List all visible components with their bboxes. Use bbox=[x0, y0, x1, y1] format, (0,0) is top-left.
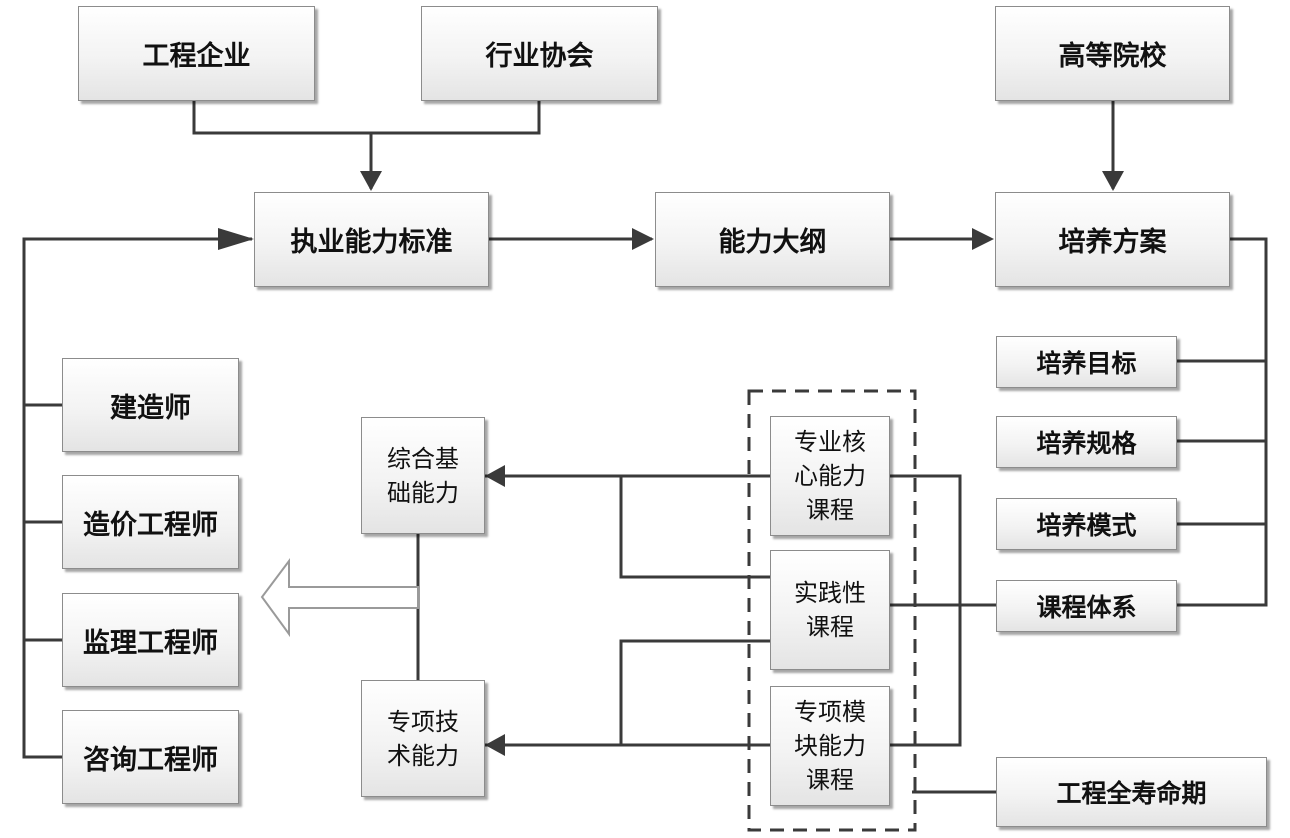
node-practice-standard: 执业能力标准 bbox=[254, 192, 489, 287]
label: 能力大纲 bbox=[718, 227, 827, 258]
label: 执业能力标准 bbox=[290, 227, 453, 258]
label: 专业核 心能力 课程 bbox=[794, 428, 866, 524]
practice-to-special bbox=[619, 639, 770, 745]
node-training-mode: 培养模式 bbox=[996, 498, 1177, 550]
node-training-spec: 培养规格 bbox=[996, 416, 1177, 468]
arrowhead-outline bbox=[632, 228, 654, 250]
label: 造价工程师 bbox=[83, 509, 218, 541]
label: 培养规格 bbox=[1036, 429, 1137, 458]
node-consulting-engineer: 咨询工程师 bbox=[62, 710, 239, 804]
label: 综合基 础能力 bbox=[387, 444, 459, 507]
label: 专项技 术能力 bbox=[387, 707, 459, 770]
node-ability-outline: 能力大纲 bbox=[655, 192, 890, 287]
node-practice-course: 实践性 课程 bbox=[770, 550, 890, 670]
node-universities: 高等院校 bbox=[995, 6, 1230, 101]
label: 培养目标 bbox=[1036, 349, 1137, 378]
label: 监理工程师 bbox=[83, 627, 218, 659]
label: 行业协会 bbox=[485, 41, 594, 72]
label: 实践性 课程 bbox=[794, 579, 866, 641]
connector-enterprise bbox=[192, 101, 541, 135]
arrowhead-standard bbox=[360, 171, 382, 191]
plan-bracket bbox=[1177, 237, 1268, 607]
practice-to-general bbox=[619, 476, 770, 579]
node-special-tech-ability: 专项技 术能力 bbox=[361, 680, 485, 797]
node-curriculum-system: 课程体系 bbox=[996, 580, 1177, 632]
node-cost-engineer: 造价工程师 bbox=[62, 475, 239, 569]
node-module-course: 专项模 块能力 课程 bbox=[770, 686, 890, 806]
feedback-loop bbox=[22, 237, 252, 759]
label: 培养方案 bbox=[1058, 227, 1167, 258]
label: 咨询工程师 bbox=[83, 744, 218, 776]
label: 课程体系 bbox=[1036, 593, 1137, 622]
label: 培养模式 bbox=[1036, 511, 1137, 540]
node-engineering-enterprise: 工程企业 bbox=[78, 6, 315, 101]
node-general-basic-ability: 综合基 础能力 bbox=[361, 417, 485, 534]
label: 高等院校 bbox=[1058, 41, 1167, 72]
arrowhead-special bbox=[485, 734, 505, 756]
node-core-course: 专业核 心能力 课程 bbox=[770, 416, 890, 536]
node-industry-association: 行业协会 bbox=[421, 6, 658, 101]
course-group-frame bbox=[747, 389, 917, 832]
node-constructor: 建造师 bbox=[62, 358, 239, 452]
label: 工程企业 bbox=[142, 41, 251, 72]
node-supervision-engineer: 监理工程师 bbox=[62, 593, 239, 687]
hollow-arrow bbox=[260, 558, 419, 638]
node-training-plan: 培养方案 bbox=[995, 192, 1230, 287]
node-training-goal: 培养目标 bbox=[996, 336, 1177, 388]
arrowhead-plan-top bbox=[1102, 171, 1124, 191]
label: 专项模 块能力 课程 bbox=[794, 698, 866, 794]
node-lifecycle: 工程全寿命期 bbox=[996, 757, 1267, 827]
arrowhead-plan-left bbox=[972, 228, 994, 250]
arrowhead-feedback bbox=[218, 228, 254, 250]
core-course-link bbox=[890, 474, 962, 747]
label: 工程全寿命期 bbox=[1056, 779, 1207, 808]
label: 建造师 bbox=[110, 392, 191, 424]
arrowhead-general bbox=[485, 465, 505, 487]
